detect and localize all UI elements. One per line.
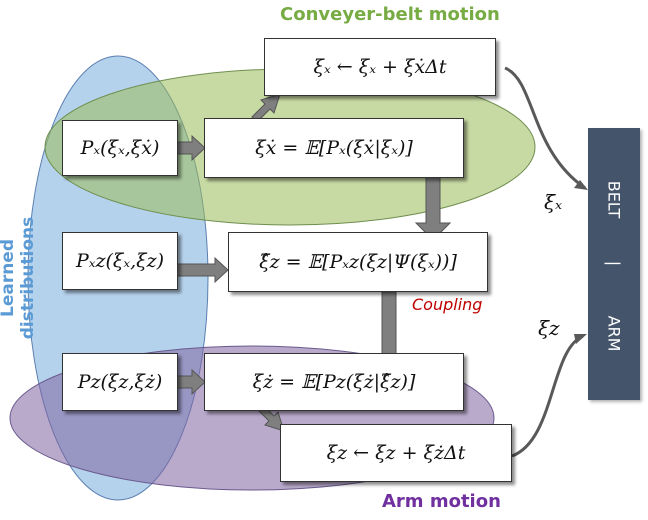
panel-belt-label: BELT xyxy=(604,180,624,219)
belt-motion-title: Conveyer-belt motion xyxy=(280,4,500,25)
px-distribution-box: Pₓ(ξₓ,ξẋ) xyxy=(62,120,178,176)
arm-motion-title: Arm motion xyxy=(382,491,501,512)
pz-distribution-box: Pz(ξz,ξż) xyxy=(62,353,178,411)
learned-distributions-label: Learned distributions xyxy=(0,216,38,340)
belt-signal-arrowhead xyxy=(574,180,588,190)
coupling-label: Coupling xyxy=(412,295,483,314)
arm-signal-label: ξz xyxy=(538,316,560,340)
arrow-px-to-belt-vel xyxy=(175,134,206,162)
arrow-pz-to-arm-vel xyxy=(175,368,206,396)
belt-signal-arrow xyxy=(504,66,586,190)
arrow-pxz-to-coupling xyxy=(175,256,229,284)
arm-update-box: ξz ← ξz + ξżΔt xyxy=(280,424,512,482)
arm-velocity-box: ξż = 𝔼[Pz(ξż|ξ̂z)] xyxy=(204,353,464,411)
arm-signal-arrow xyxy=(511,334,584,458)
coupling-expression-box: ξ̂z = 𝔼[Pₓz(ξz|Ψ(ξₓ))] xyxy=(228,232,488,292)
belt-signal-label: ξₓ xyxy=(544,190,563,214)
panel-arm-label: ARM xyxy=(604,315,624,352)
arm-signal-arrowhead xyxy=(574,334,587,344)
panel-separator: | xyxy=(604,260,624,267)
belt-update-box: ξₓ ← ξₓ + ξẋΔt xyxy=(264,38,496,96)
belt-velocity-box: ξẋ = 𝔼[Pₓ(ξẋ|ξₓ)] xyxy=(204,118,464,178)
belt-arm-controller-panel: BELT | ARM xyxy=(588,128,640,400)
pxz-distribution-box: Pₓz(ξₓ,ξz) xyxy=(62,232,178,290)
